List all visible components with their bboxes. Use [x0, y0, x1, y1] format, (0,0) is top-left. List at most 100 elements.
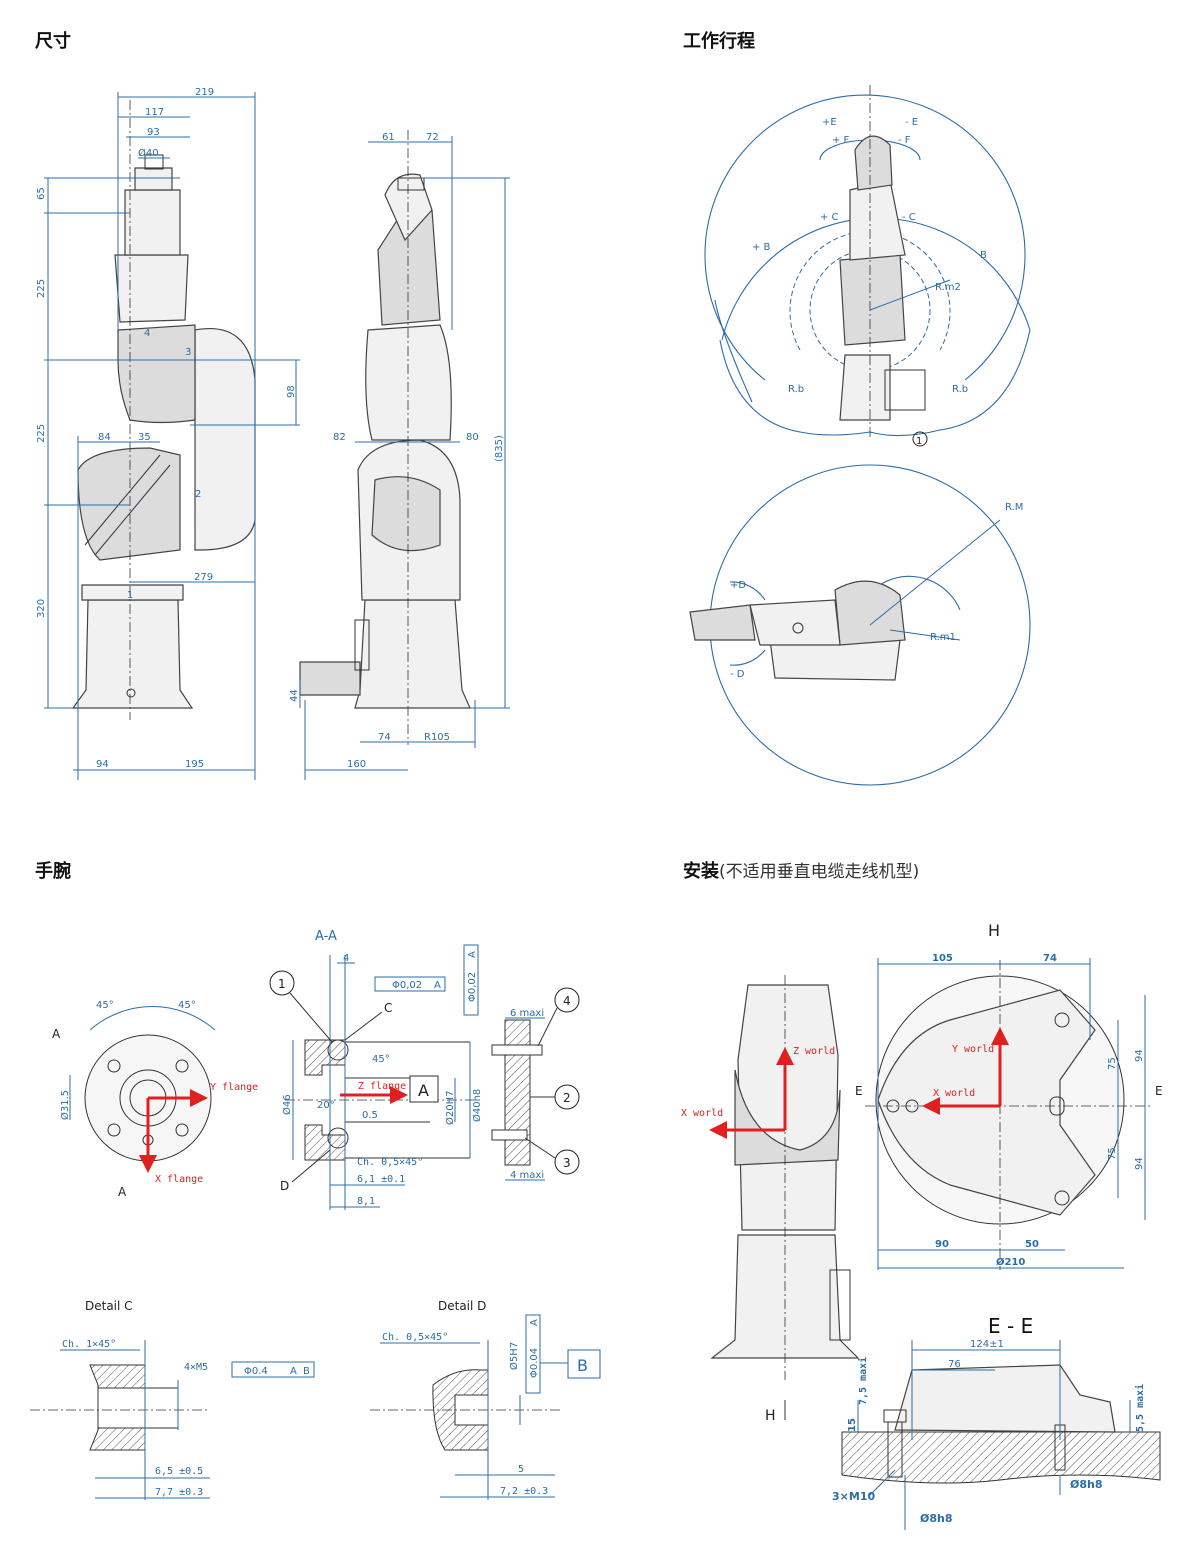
wrist-chamfer: Ch. 0,5×45°	[357, 1157, 423, 1168]
travel-label-plus-b: + B	[752, 242, 771, 253]
dim-160: 160	[347, 759, 366, 770]
install-e-mark-right: E	[1155, 1084, 1163, 1098]
front-view-dimensions: 219 117 93 Ø40 65 225 225 320 98 84 35 2…	[36, 87, 300, 780]
install-dim-94-lower: 94	[1134, 1157, 1145, 1170]
install-note: (不适用垂直电缆走线机型)	[719, 862, 920, 882]
z-flange-label: Z flange	[358, 1081, 406, 1092]
dim-279: 279	[194, 572, 213, 583]
tolerance-1: Φ0,02	[392, 980, 422, 991]
dim-65: 65	[36, 187, 47, 200]
install-section-ee: E - E 124±1 76 7,5 maxi 15 5,5 maxi 3×M1…	[832, 1314, 1161, 1530]
detail-c-chamfer: Ch. 1×45°	[62, 1339, 116, 1350]
x-flange-label: X flange	[155, 1174, 203, 1185]
dim-98: 98	[286, 385, 297, 398]
travel-label-minus-d: - D	[730, 669, 745, 680]
dim-93: 93	[147, 127, 160, 138]
detail-c-title: Detail C	[85, 1299, 133, 1313]
detail-c-tol-b: B	[303, 1366, 310, 1377]
travel-label-rm2: R.m2	[935, 282, 961, 293]
datum-a-box: A	[418, 1081, 429, 1100]
tolerance-1-ref: A	[434, 980, 441, 991]
joint-label-4: 4	[144, 328, 150, 339]
detail-c-tol-a: A	[290, 1366, 297, 1377]
joint-label-3: 3	[185, 347, 191, 358]
dim-72: 72	[426, 132, 439, 143]
section-title-dimensions: 尺寸	[35, 31, 71, 52]
callout-1: 1	[278, 977, 286, 991]
detail-d-tolerance: Φ0.04	[529, 1348, 540, 1378]
y-flange-label: Y flange	[210, 1082, 258, 1093]
dim-74: 74	[378, 732, 391, 743]
dim-44: 44	[289, 689, 300, 702]
wrist-dim-d20h7: Ø20H7	[444, 1091, 456, 1125]
install-x-world-label-plan: X world	[933, 1088, 975, 1099]
install-dim-7-5-maxi: 7,5 maxi	[857, 1357, 869, 1405]
dim-80: 80	[466, 432, 479, 443]
wrist-dim-4: 4	[343, 953, 349, 964]
wrist-dim-6-maxi: 6 maxi	[510, 1008, 544, 1019]
travel-label-minus-c: - C	[902, 212, 916, 223]
wrist-dim-6-1: 6,1 ±0.1	[357, 1174, 405, 1185]
travel-label-plus-c: + C	[820, 212, 839, 223]
side-view-dimensions: 61 72 82 80 (835) 44 74 R105 160	[289, 132, 510, 780]
detail-d-dim-d5h7: Ø5H7	[508, 1342, 520, 1370]
dim-117: 117	[145, 107, 164, 118]
detail-d-chamfer: Ch. 0,5×45°	[382, 1332, 448, 1343]
travel-callout-1: 1	[916, 436, 922, 447]
callout-2: 2	[563, 1091, 571, 1105]
detail-d-dim-5: 5	[518, 1464, 524, 1475]
install-section-ee-title: E - E	[988, 1314, 1033, 1338]
wrist-dim-d40h8: Ø40h8	[471, 1089, 483, 1122]
travel-label-rm: R.M	[1005, 502, 1023, 513]
install-dim-124: 124±1	[970, 1339, 1004, 1350]
side-view-robot	[299, 130, 471, 745]
dim-35: 35	[138, 432, 151, 443]
install-plan-view: Y world X world H 105 74 E E 75 75 94 94…	[855, 921, 1163, 1270]
install-e-mark-left: E	[855, 1084, 863, 1098]
wrist-angle-45-left: 45°	[96, 1000, 114, 1011]
wrist-flange-view: 45° 45° A A Ø31.5 Y flange X flange	[52, 1000, 258, 1199]
section-title-travel: 工作行程	[683, 31, 755, 52]
install-dim-105: 105	[932, 953, 953, 964]
section-mark-a-bottom: A	[118, 1185, 127, 1199]
front-view-robot: 1 2 3 4	[71, 100, 256, 720]
dim-82: 82	[333, 432, 346, 443]
travel-label-plus-d: +D	[730, 580, 746, 591]
install-dim-74: 74	[1043, 953, 1057, 964]
install-dim-76: 76	[948, 1359, 961, 1370]
install-dim-3xm10: 3×M10	[832, 1490, 875, 1503]
install-z-world-label: Z world	[793, 1046, 835, 1057]
wrist-section-aa: A-A 4 Φ0,02 A Φ0,02 A A Z flange Ø46 Ø20…	[269, 929, 580, 1210]
travel-label-rb-right: R.b	[952, 384, 968, 395]
dim-225-lower: 225	[36, 424, 47, 443]
wrist-dim-31-5: Ø31.5	[59, 1090, 71, 1120]
dim-195: 195	[185, 759, 204, 770]
install-h-mark-top: H	[988, 921, 1000, 940]
section-title-wrist: 手腕	[35, 861, 71, 882]
section-title-install: 安装(不适用垂直电缆走线机型)	[683, 861, 920, 882]
install-dim-d210: Ø210	[996, 1256, 1025, 1268]
dim-61: 61	[382, 132, 395, 143]
wrist-dim-0-5: 0.5	[362, 1110, 378, 1121]
install-dim-d8h8-left: Ø8h8	[920, 1512, 953, 1525]
wrist-angle-45: 45°	[372, 1054, 390, 1065]
install-h-mark-bottom: H	[765, 1408, 776, 1424]
callout-4: 4	[563, 994, 571, 1008]
travel-label-minus-e: - E	[905, 117, 918, 128]
wrist-dim-8-1: 8,1	[357, 1196, 375, 1207]
detail-c-thread: 4×M5	[184, 1362, 208, 1373]
dim-94: 94	[96, 759, 109, 770]
install-x-world-label: X world	[681, 1108, 723, 1119]
detail-mark-d: D	[280, 1179, 289, 1193]
datum-b-box: B	[577, 1356, 588, 1375]
travel-label-rb-left: R.b	[788, 384, 804, 395]
install-dim-d8h8-right: Ø8h8	[1070, 1478, 1103, 1491]
tolerance-2: Φ0,02	[467, 972, 478, 1002]
install-dim-90: 90	[935, 1239, 949, 1250]
dim-320: 320	[36, 599, 47, 618]
detail-d: Detail D Ch. 0,5×45° Ø5H7 Φ0.04 A B 5 7,…	[370, 1299, 601, 1500]
travel-label-plus-e: +E	[822, 117, 837, 128]
wrist-angle-20: 20°	[317, 1100, 335, 1111]
travel-label-plus-f: + F	[832, 135, 850, 146]
detail-d-dim-7-2: 7,2 ±0.3	[500, 1486, 548, 1497]
